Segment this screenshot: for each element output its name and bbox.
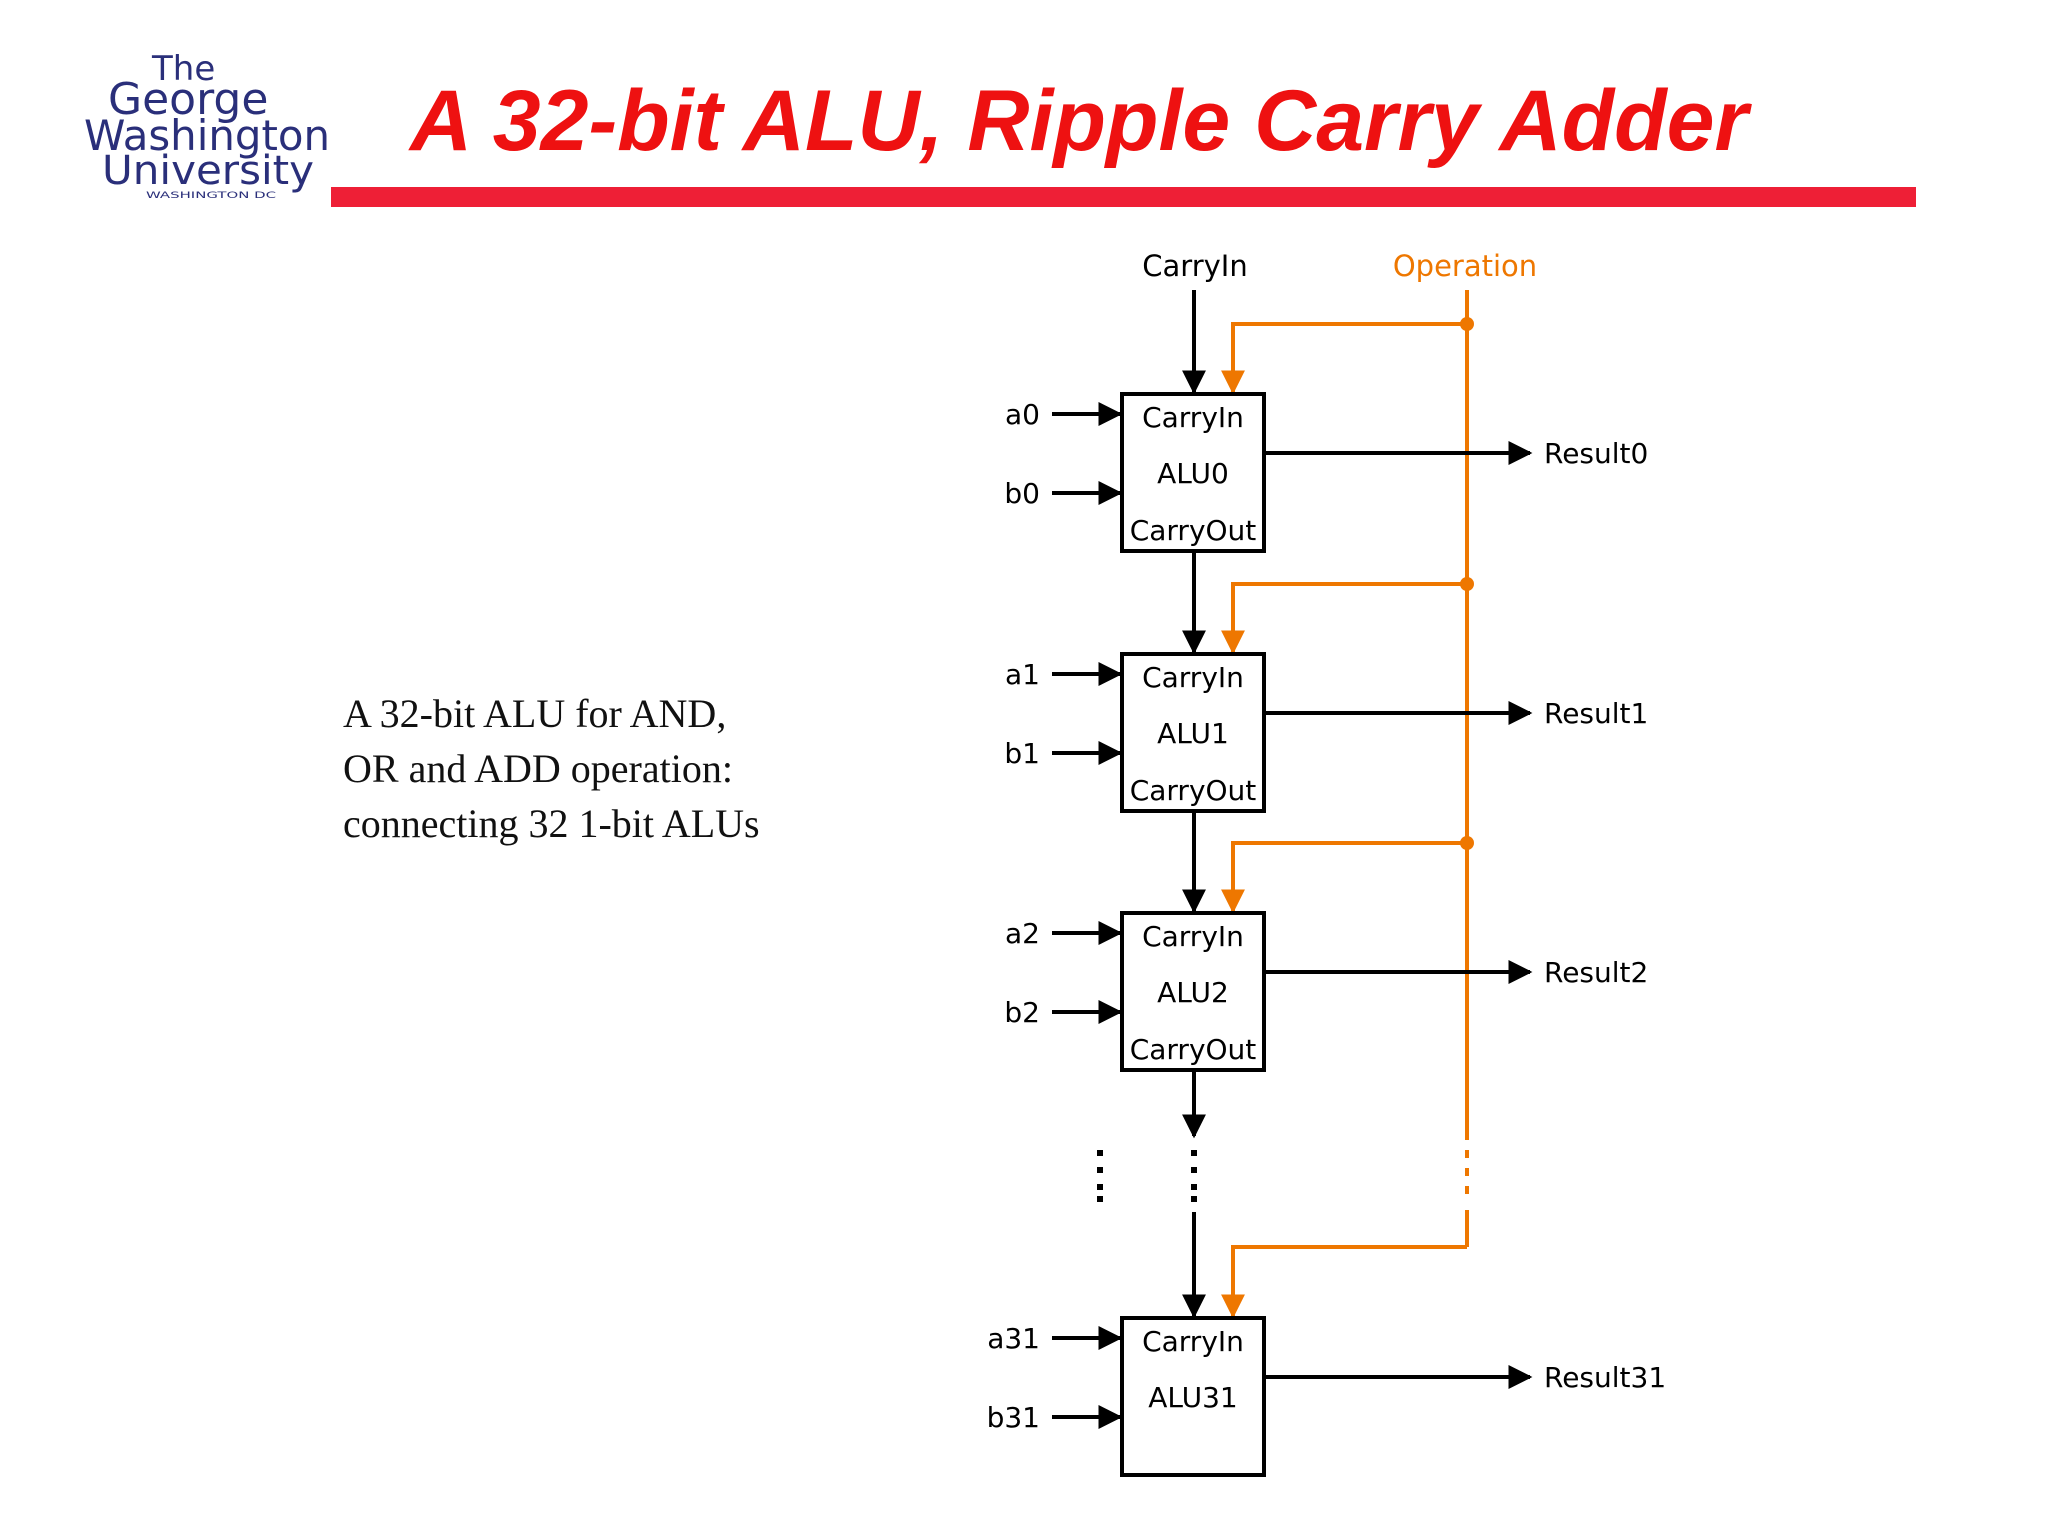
logo-line-the: The [151, 52, 215, 89]
ellipsis-dot [1097, 1196, 1103, 1202]
operation-junctions [1460, 317, 1474, 850]
operation-tap-alu31 [1221, 1245, 1467, 1319]
slide-description: A 32-bit ALU for AND, OR and ADD operati… [343, 686, 903, 851]
alu-box [1120, 911, 1266, 1072]
input-a-label: a31 [987, 1322, 1040, 1355]
description-line: OR and ADD operation: [343, 746, 733, 791]
alu-name: ALU1 [1157, 717, 1229, 750]
logo-line-location: WASHINGTON DC [146, 191, 276, 201]
alu-carry-in-label: CarryIn [1142, 1325, 1244, 1358]
operation-junction [1460, 317, 1474, 331]
operation-tap-alu1 [1221, 582, 1467, 655]
operation-tap-alu0 [1221, 322, 1467, 395]
logo-line-washington: Washington [84, 111, 330, 160]
ellipsis-dot [1191, 1196, 1197, 1202]
alu-carry-out-label: CarryOut [1130, 514, 1257, 547]
result-label: Result2 [1544, 956, 1648, 989]
result-label: Result31 [1544, 1361, 1666, 1394]
alu-unit-2: CarryIn ALU2 CarryOut a2 b2 Result2 [1004, 911, 1648, 1072]
operation-label: Operation [1393, 249, 1537, 283]
alu-box [1120, 1316, 1266, 1477]
input-a-label: a2 [1005, 917, 1040, 950]
ellipsis-dot [1097, 1184, 1103, 1190]
input-a-label: a1 [1005, 658, 1040, 691]
ellipsis-dot [1097, 1150, 1103, 1156]
ellipsis-dot [1191, 1167, 1197, 1173]
description-line: A 32-bit ALU for AND, [343, 691, 727, 736]
title-divider [331, 187, 1916, 207]
ellipsis-dot [1097, 1167, 1103, 1173]
alu-carry-out-label: CarryOut [1130, 774, 1257, 807]
alu-carry-in-label: CarryIn [1142, 920, 1244, 953]
ellipsis-dot [1191, 1184, 1197, 1190]
input-b-label: b2 [1004, 996, 1040, 1029]
alu-carry-in-label: CarryIn [1142, 401, 1244, 434]
operation-junction [1460, 836, 1474, 850]
university-logo: The George Washington University WASHING… [84, 52, 330, 201]
alu-carry-in-label: CarryIn [1142, 661, 1244, 694]
alu-box [1120, 392, 1266, 553]
logo-line-university: University [102, 148, 314, 194]
alu-box [1120, 652, 1266, 813]
result-label: Result1 [1544, 697, 1648, 730]
carry-in-top-label: CarryIn [1142, 249, 1247, 283]
ellipsis-dots [1097, 1150, 1197, 1202]
alu-name: ALU31 [1148, 1381, 1237, 1414]
slide-title: A 32-bit ALU, Ripple Carry Adder [410, 73, 1748, 169]
operation-tap-alu2 [1221, 841, 1467, 914]
alu-unit-31: CarryIn ALU31 a31 b31 Result31 [987, 1316, 1666, 1477]
alu-name: ALU2 [1157, 976, 1229, 1009]
description-line: connecting 32 1-bit ALUs [343, 801, 760, 846]
alu-unit-0: CarryIn ALU0 CarryOut a0 b0 Result0 [1004, 392, 1648, 553]
input-b-label: b1 [1004, 737, 1040, 770]
input-b-label: b31 [987, 1401, 1040, 1434]
result-label: Result0 [1544, 437, 1648, 470]
alu-name: ALU0 [1157, 457, 1229, 490]
operation-bus [1221, 290, 1469, 1319]
input-b-label: b0 [1004, 477, 1040, 510]
alu-carry-out-label: CarryOut [1130, 1033, 1257, 1066]
input-a-label: a0 [1005, 398, 1040, 431]
logo-line-george: George [108, 74, 268, 125]
operation-junction [1460, 577, 1474, 591]
alu-unit-1: CarryIn ALU1 CarryOut a1 b1 Result1 [1004, 652, 1648, 813]
ellipsis-dot [1191, 1150, 1197, 1156]
